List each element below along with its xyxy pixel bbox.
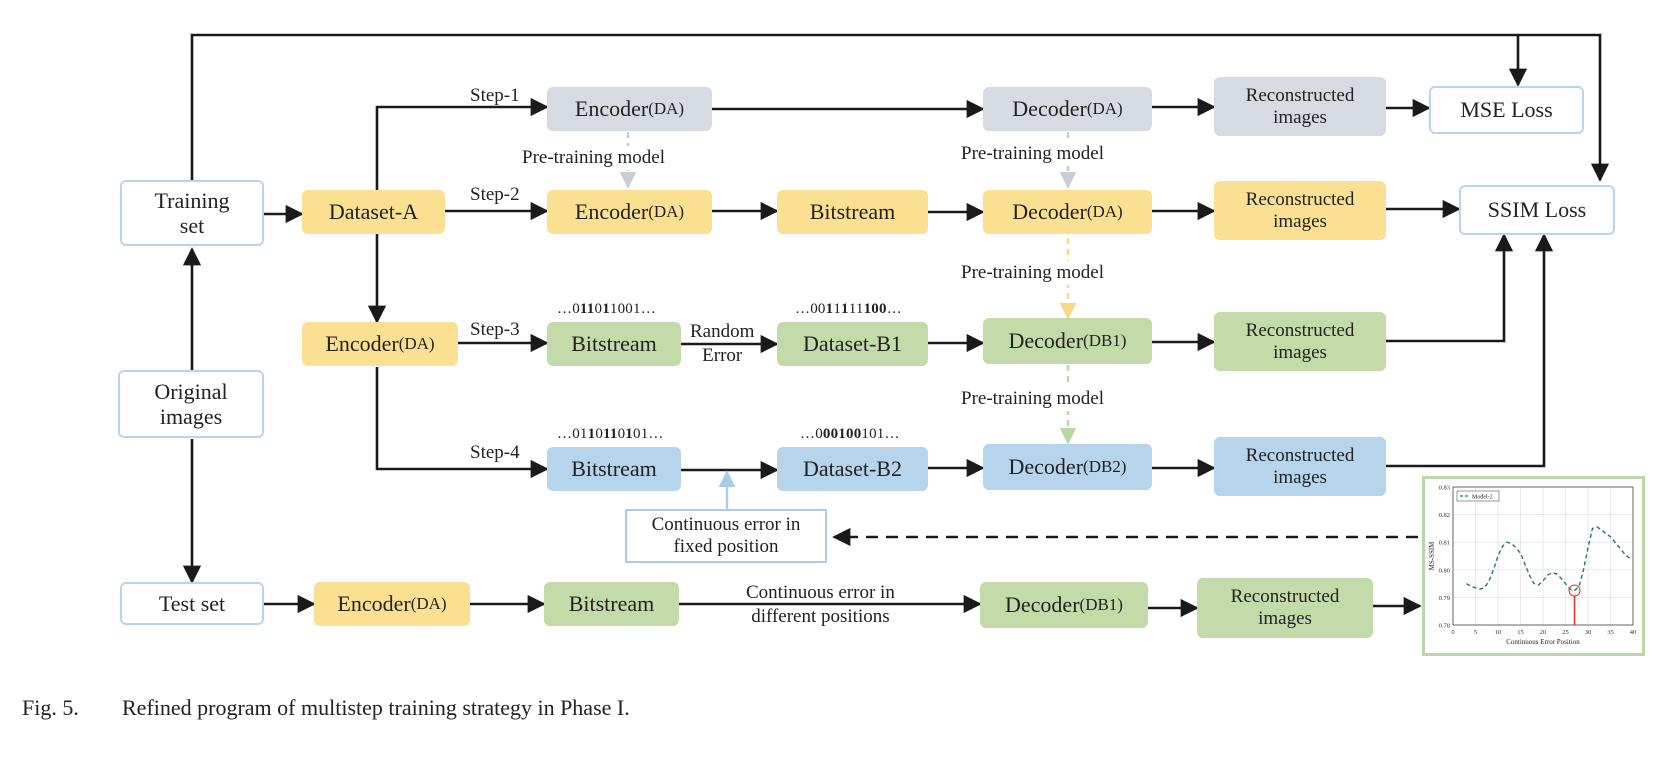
arrow-enc-bits4	[375, 367, 549, 479]
decoder-step3-node: Decoder(DB1)	[983, 318, 1152, 364]
inset-x-tick-label: 30	[1585, 629, 1592, 636]
bitstring-dataset-b2: …000100101…	[800, 426, 900, 442]
encoder-step1-node: Encoder(DA)	[547, 87, 712, 131]
decoder-step4-node: Decoder(DB2)	[983, 444, 1152, 490]
inset-x-tick-label: 40	[1630, 629, 1637, 636]
ssim-loss-node: SSIM Loss	[1459, 185, 1615, 235]
bitstream-step4-node: Bitstream	[547, 447, 681, 491]
continuous-error-different-label: Continuous error in different positions	[746, 582, 895, 627]
inset-plot-frame	[1452, 486, 1634, 626]
inset-y-tick-label: 0.78	[1439, 623, 1450, 630]
test-bitstream-node: Bitstream	[544, 582, 679, 626]
pretraining-label-3: Pre-training model	[959, 261, 1106, 285]
reconstructed-step2-node: Reconstructed images	[1214, 181, 1386, 240]
step3-label: Step-3	[470, 319, 520, 340]
dataset-b1-node: Dataset-B1	[777, 322, 928, 366]
training-set-node: Training set	[120, 180, 264, 246]
inset-x-tick-label: 10	[1495, 629, 1502, 636]
step1-label: Step-1	[470, 85, 520, 106]
figure-caption: Fig. 5. Refined program of multistep trai…	[22, 695, 630, 721]
continuous-error-fixed-callout: Continuous error in fixed position	[625, 509, 827, 563]
inset-x-tick-label: 5	[1474, 629, 1477, 636]
original-images-node: Original images	[118, 370, 264, 438]
inset-x-tick-label: 35	[1607, 629, 1614, 636]
step2-label: Step-2	[470, 184, 520, 205]
pretraining-label-1: Pre-training model	[520, 146, 667, 170]
dataset-a-node: Dataset-A	[302, 190, 445, 234]
test-encoder-node: Encoder(DA)	[314, 582, 470, 626]
arrow-recon4-ssim	[1386, 233, 1554, 468]
encoder-main-node: Encoder(DA)	[302, 322, 458, 366]
bitstream-step3-node: Bitstream	[547, 322, 681, 366]
inset-series-line-model-2	[1466, 526, 1634, 592]
pretraining-label-2: Pre-training model	[959, 142, 1106, 166]
test-decoder-node: Decoder(DB1)	[980, 582, 1148, 628]
inset-y-tick-label: 0.83	[1439, 485, 1450, 492]
encoder-step2-node: Encoder(DA)	[547, 190, 712, 234]
inset-x-axis-label: Continuous Error Position	[1506, 638, 1580, 646]
decoder-step2-node: Decoder(DA)	[983, 190, 1152, 234]
reconstructed-step3-node: Reconstructed images	[1214, 312, 1386, 371]
random-error-label: Random Error	[690, 321, 755, 366]
inset-x-tick-label: 0	[1451, 629, 1454, 636]
bitstring-dataset-b1: …0011111100…	[795, 301, 902, 317]
inset-y-tick-label: 0.81	[1439, 540, 1450, 547]
bitstring-step4: …0110110101…	[557, 426, 664, 442]
figure-caption-text: Refined program of multistep training st…	[122, 695, 630, 720]
bitstream-step2-node: Bitstream	[777, 190, 928, 234]
inset-y-tick-label: 0.79	[1439, 595, 1450, 602]
test-reconstructed-node: Reconstructed images	[1197, 578, 1373, 638]
inset-x-tick-label: 20	[1540, 629, 1547, 636]
reconstructed-step4-node: Reconstructed images	[1214, 437, 1386, 496]
inset-x-tick-label: 15	[1517, 629, 1524, 636]
dataset-b2-node: Dataset-B2	[777, 447, 928, 491]
inset-chart-svg: 0.83 0.82 0.81 0.80 0.79 0.780 5 10 15 20 25 30 35 40…	[1428, 485, 1637, 647]
pretraining-label-4: Pre-training model	[959, 387, 1106, 411]
reconstructed-step1-node: Reconstructed images	[1214, 77, 1386, 136]
arrow-recon3-ssim	[1386, 233, 1514, 343]
arrow-dataset-step1	[375, 97, 549, 195]
test-set-node: Test set	[120, 582, 264, 625]
figure-number: Fig. 5.	[22, 695, 79, 720]
top-loop-line	[190, 33, 1610, 182]
inset-x-tick-label: 25	[1562, 629, 1569, 636]
inset-legend-box	[1456, 490, 1500, 502]
mse-loss-node: MSE Loss	[1429, 86, 1584, 134]
inset-y-tick-label: 0.82	[1439, 512, 1450, 519]
step4-label: Step-4	[470, 442, 520, 463]
inset-legend-label: Model-2	[1472, 495, 1493, 501]
bitstring-step3: …011011001…	[557, 301, 656, 317]
inset-y-axis-label: MS-SSIM	[1428, 541, 1436, 571]
inset-y-tick-label: 0.80	[1439, 567, 1450, 574]
decoder-step1-node: Decoder(DA)	[983, 87, 1152, 131]
